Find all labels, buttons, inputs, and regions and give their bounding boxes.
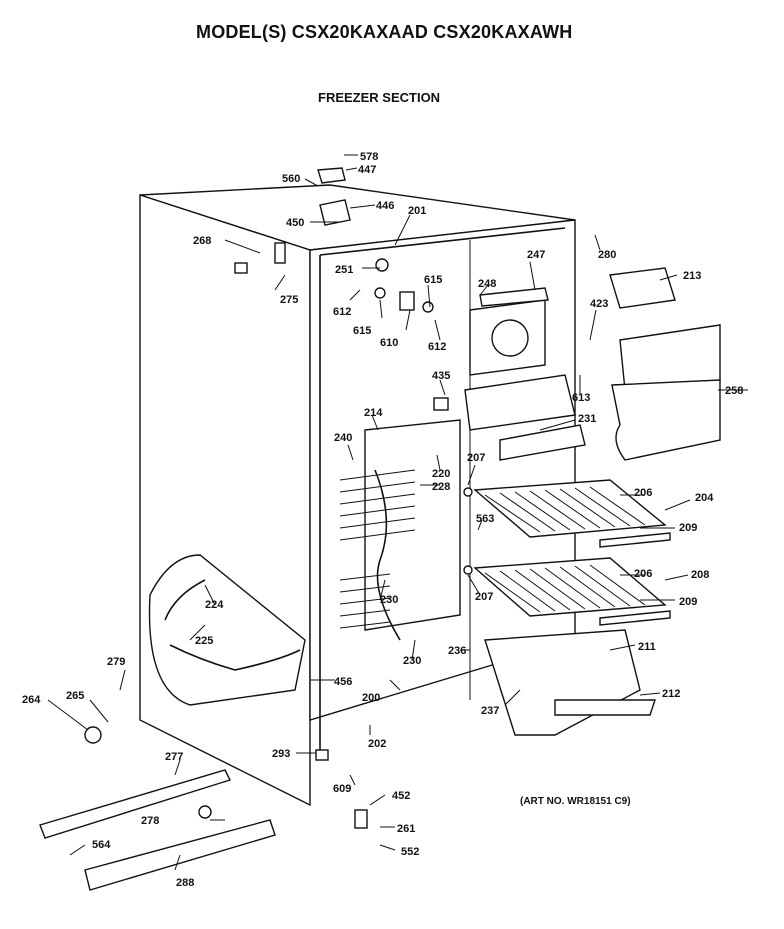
part-label: 560 xyxy=(282,173,300,185)
part-label: 612 xyxy=(333,306,351,318)
part-label: 446 xyxy=(376,200,394,212)
part-label: 251 xyxy=(335,264,353,276)
part-label: 435 xyxy=(432,370,450,382)
part-label: 247 xyxy=(527,249,545,261)
part-label: 268 xyxy=(193,235,211,247)
diagram-title: MODEL(S) CSX20KAXAAD CSX20KAXAWH xyxy=(196,22,573,42)
part-label: 225 xyxy=(195,635,213,647)
part-label: 236 xyxy=(448,645,466,657)
part-label: 220 xyxy=(432,468,450,480)
toe-grille xyxy=(39,769,276,891)
part-label: 615 xyxy=(353,325,371,337)
part-label: 207 xyxy=(475,591,493,603)
wire-shelf-upper xyxy=(473,479,671,548)
part-label: 278 xyxy=(141,815,159,827)
part-label: 578 xyxy=(360,151,378,163)
part-label: 450 xyxy=(286,217,304,229)
fan-shroud xyxy=(464,287,586,461)
part-label: 456 xyxy=(334,676,352,688)
part-label: 265 xyxy=(66,690,84,702)
part-label: 277 xyxy=(165,751,183,763)
part-label: 200 xyxy=(362,692,380,704)
leader-lines xyxy=(47,154,748,871)
part-label: 610 xyxy=(380,337,398,349)
drain-pan xyxy=(148,554,306,706)
part-label: 201 xyxy=(408,205,426,217)
part-label: 211 xyxy=(638,641,656,653)
part-label: 609 xyxy=(333,783,351,795)
part-label: 447 xyxy=(358,164,376,176)
part-label: 275 xyxy=(280,294,298,306)
part-label: 264 xyxy=(22,694,41,706)
part-label: 261 xyxy=(397,823,415,835)
part-label: 208 xyxy=(691,569,709,581)
part-label: 209 xyxy=(679,596,697,608)
part-label: 212 xyxy=(662,688,680,700)
evaporator-coil xyxy=(339,419,461,641)
part-label: 214 xyxy=(364,407,383,419)
small-parts xyxy=(84,167,473,829)
part-label: 612 xyxy=(428,341,446,353)
part-label: 228 xyxy=(432,481,450,493)
wire-shelf-lower xyxy=(473,557,671,626)
part-label: 237 xyxy=(481,705,499,717)
art-number: (ART NO. WR18151 C9) xyxy=(520,796,631,807)
part-label: 452 xyxy=(392,790,410,802)
part-label: 231 xyxy=(578,413,596,425)
part-label: 209 xyxy=(679,522,697,534)
part-label: 202 xyxy=(368,738,386,750)
part-label: 230 xyxy=(380,594,398,606)
freezer-bin xyxy=(484,629,656,736)
part-label: 248 xyxy=(478,278,496,290)
part-label: 224 xyxy=(205,599,224,611)
part-label: 564 xyxy=(92,839,111,851)
part-label: 207 xyxy=(467,452,485,464)
part-label: 293 xyxy=(272,748,290,760)
part-label: 206 xyxy=(634,568,652,580)
part-labels: 578 447 560 446 450 201 268 275 280 247 … xyxy=(22,151,743,889)
part-label: 279 xyxy=(107,656,125,668)
part-label: 563 xyxy=(476,513,494,525)
icemaker-cover xyxy=(609,267,721,461)
part-label: 213 xyxy=(683,270,701,282)
part-label: 423 xyxy=(590,298,608,310)
section-title: FREEZER SECTION xyxy=(318,90,441,105)
part-label: 206 xyxy=(634,487,652,499)
part-label: 240 xyxy=(334,432,352,444)
part-label: 552 xyxy=(401,846,419,858)
part-label: 615 xyxy=(424,274,442,286)
part-label: 288 xyxy=(176,877,194,889)
part-label: 230 xyxy=(403,655,421,667)
part-label: 280 xyxy=(598,249,616,261)
part-label: 258 xyxy=(725,385,743,397)
part-label: 204 xyxy=(695,492,714,504)
part-label: 613 xyxy=(572,392,590,404)
